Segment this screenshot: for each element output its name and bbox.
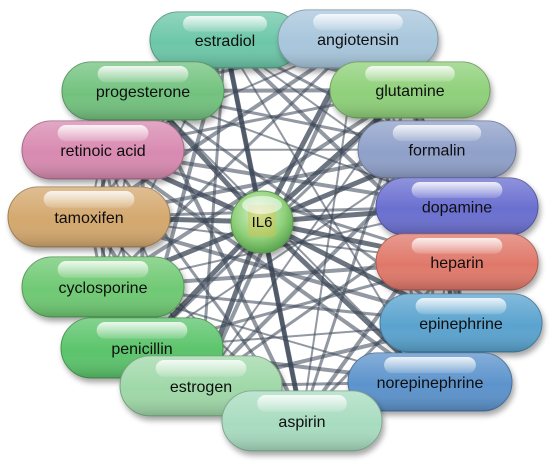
node-angiotensin[interactable]: angiotensin: [277, 9, 439, 69]
node-gloss-highlight: [365, 66, 455, 82]
node-label: penicillin: [111, 341, 172, 358]
interaction-edge: [101, 88, 412, 289]
node-gloss-highlight: [257, 395, 347, 412]
node-label: progesterone: [96, 84, 190, 101]
node-label: angiotensin: [317, 32, 399, 49]
node-label: cyclosporine: [59, 280, 148, 297]
node-label: estradiol: [195, 33, 255, 50]
node-label: tamoxifen: [54, 210, 123, 227]
node-gloss-highlight: [384, 357, 476, 374]
node-tamoxifen[interactable]: tamoxifen: [7, 186, 171, 248]
node-norepinephrine[interactable]: norepinephrine: [347, 352, 513, 412]
center-node-label: IL6: [252, 214, 273, 231]
node-heparin[interactable]: heparin: [375, 233, 539, 291]
node-gloss-highlight: [415, 298, 507, 315]
node-label: aspirin: [278, 414, 325, 431]
node-estradiol[interactable]: estradiol: [149, 11, 301, 69]
node-label: norepinephrine: [377, 375, 484, 392]
node-label: retinoic acid: [60, 143, 145, 160]
node-progesterone[interactable]: progesterone: [61, 61, 225, 121]
node-label: dopamine: [422, 200, 492, 217]
node-label: epinephrine: [419, 316, 503, 333]
node-epinephrine[interactable]: epinephrine: [379, 293, 543, 353]
node-gloss-highlight: [411, 238, 503, 254]
node-glutamine[interactable]: glutamine: [329, 61, 491, 119]
node-gloss-highlight: [411, 182, 503, 198]
node-label: formalin: [409, 143, 466, 160]
node-dopamine[interactable]: dopamine: [375, 177, 539, 236]
center-node-il6[interactable]: IL6: [230, 190, 294, 254]
node-gloss-highlight: [57, 125, 149, 142]
node-label: heparin: [430, 255, 483, 272]
node-gloss-highlight: [97, 66, 189, 83]
node-gloss-highlight: [155, 360, 247, 377]
node-cyclosporine[interactable]: cyclosporine: [21, 256, 185, 318]
node-gloss-highlight: [57, 261, 149, 278]
node-gloss-highlight: [183, 16, 267, 32]
node-gloss-highlight: [313, 14, 403, 31]
node-aspirin[interactable]: aspirin: [221, 390, 383, 452]
node-formalin[interactable]: formalin: [357, 120, 517, 179]
drug-nodes: estradiol angiotensin glutamine progesteron…: [7, 9, 543, 452]
node-gloss-highlight: [392, 125, 482, 141]
node-label: glutamine: [375, 83, 444, 100]
node-label: estrogen: [170, 379, 232, 396]
node-retinoic-acid[interactable]: retinoic acid: [21, 120, 185, 180]
node-gloss-highlight: [43, 191, 135, 208]
node-gloss-highlight: [96, 322, 188, 339]
